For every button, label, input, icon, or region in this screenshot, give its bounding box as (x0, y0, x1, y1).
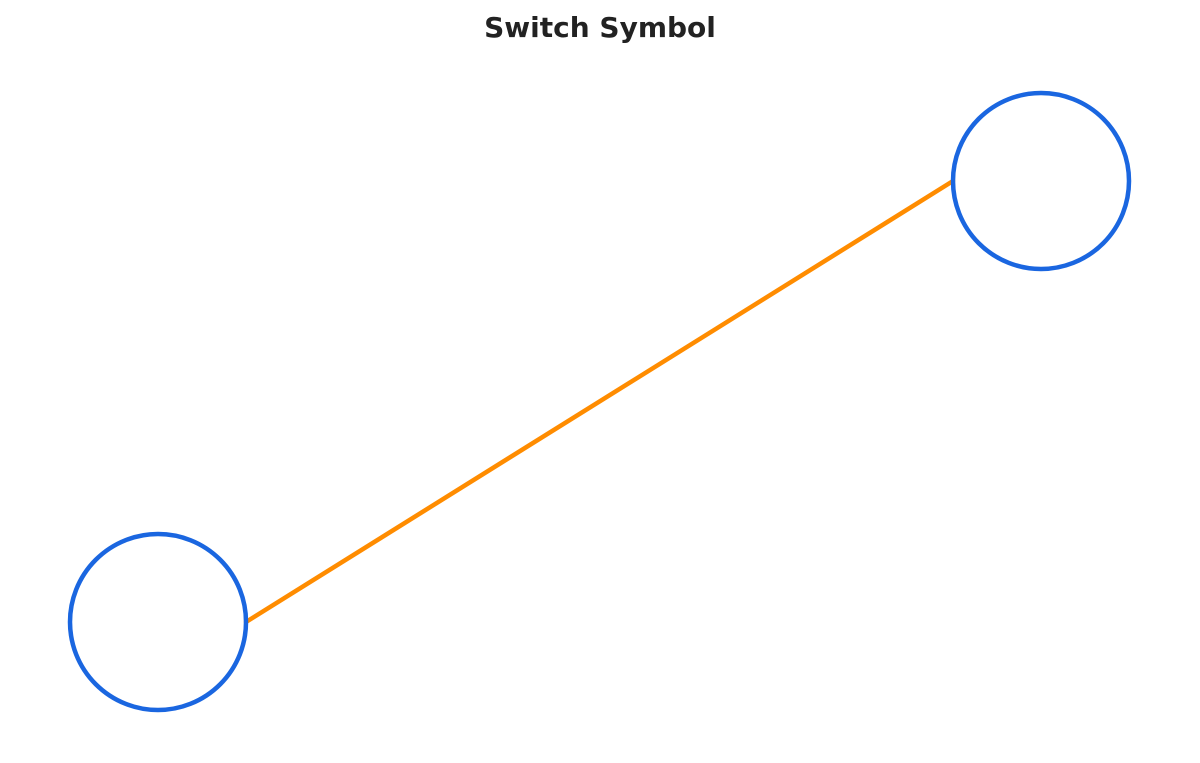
left-terminal (67, 531, 249, 713)
switch-arm (243, 178, 956, 625)
right-terminal (950, 90, 1132, 272)
diagram-title: Switch Symbol (484, 11, 716, 44)
